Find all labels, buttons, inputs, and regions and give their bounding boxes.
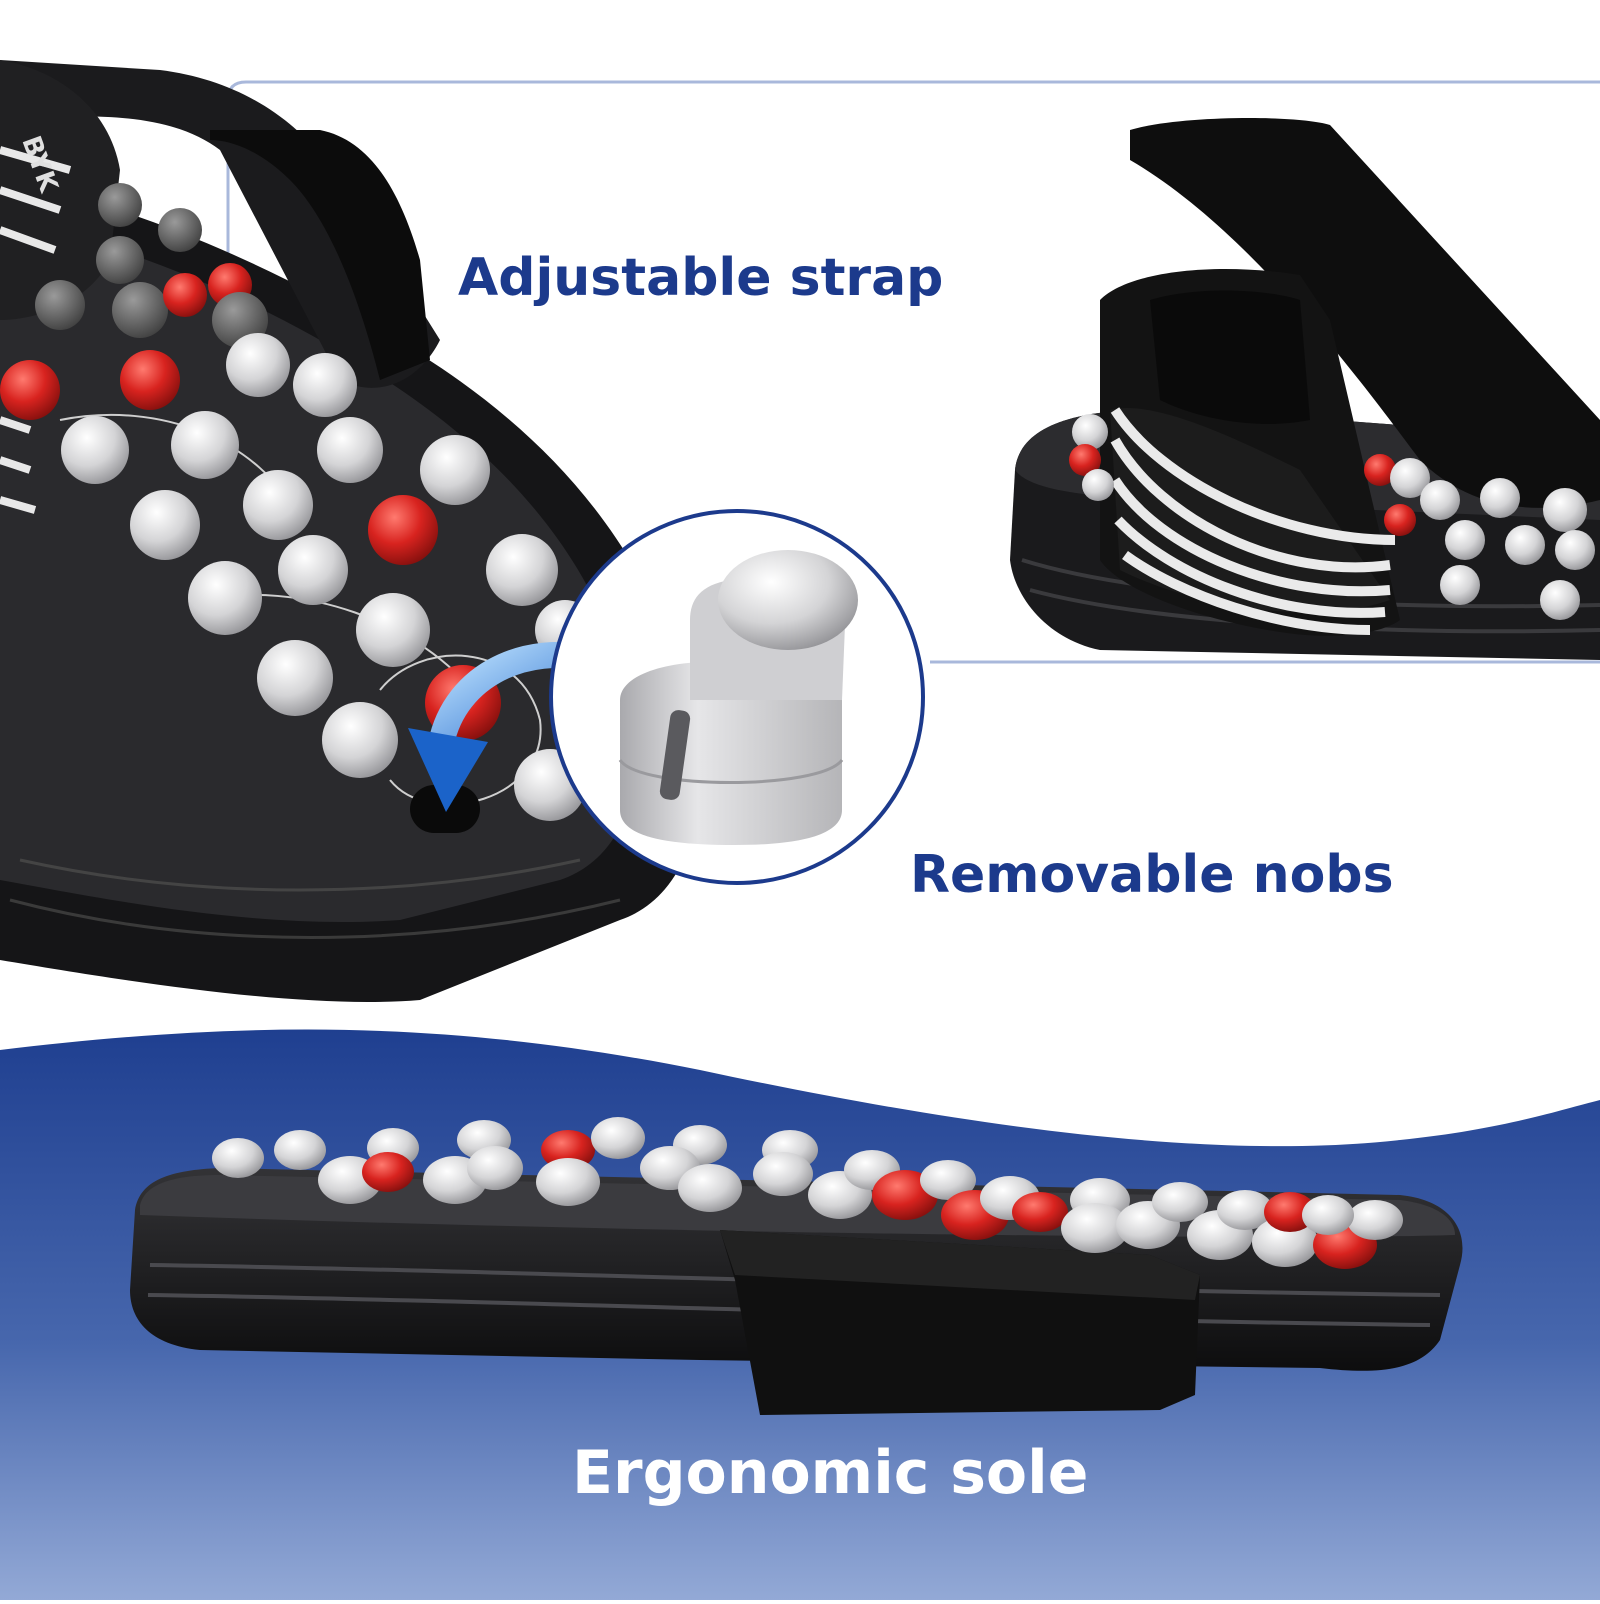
slipper-strap-view xyxy=(1010,118,1600,660)
removable-nobs-label: Removable nobs xyxy=(910,845,1394,905)
massage-nubs-side-view xyxy=(212,1117,1403,1269)
ergonomic-sole-label: Ergonomic sole xyxy=(572,1438,1089,1508)
adjustable-strap-label: Adjustable strap xyxy=(458,248,944,308)
nob-detail-zoom xyxy=(549,509,925,885)
